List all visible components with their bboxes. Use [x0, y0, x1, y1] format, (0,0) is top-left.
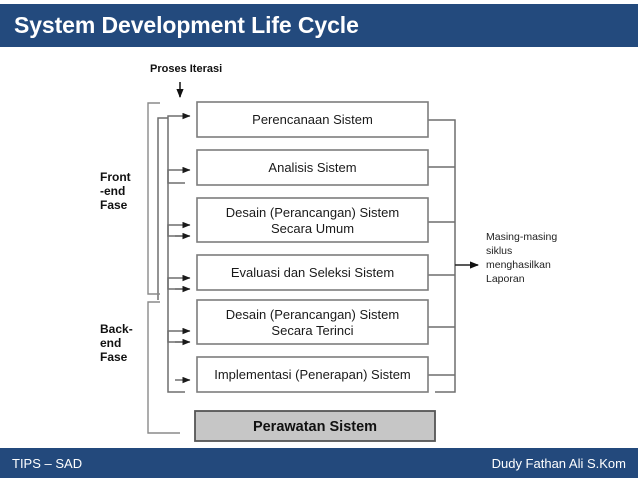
phase-back-line-2: end	[100, 336, 121, 350]
stage-box-evaluasi[interactable]: Evaluasi dan Seleksi Sistem	[196, 254, 429, 291]
sdlc-diagram: Proses Iterasi Masing-masing siklus meng…	[0, 50, 638, 448]
stage-label-perawatan: Perawatan Sistem	[253, 419, 377, 435]
top-label-proses-iterasi: Proses Iterasi	[150, 63, 222, 75]
footer-right-text: Dudy Fathan Ali S.Kom	[491, 455, 626, 471]
phase-front-line-1: Front	[100, 170, 131, 184]
feedback-trunk	[157, 117, 168, 300]
side-note-line-3: menghasilkan	[486, 259, 551, 271]
stage-label-desain-umum-1: Desain (Perancangan) Sistem	[226, 205, 399, 220]
stage-box-perawatan[interactable]: Perawatan Sistem	[194, 410, 436, 442]
side-note: Masing-masing siklus menghasilkan Lapora…	[486, 231, 557, 285]
side-note-line-1: Masing-masing	[486, 231, 557, 243]
phase-bracket-back	[147, 301, 180, 434]
stage-box-desain-rinci[interactable]: Desain (Perancangan) Sistem Secara Terin…	[196, 299, 429, 345]
side-note-line-4: Laporan	[486, 273, 525, 285]
stage-label-evaluasi: Evaluasi dan Seleksi Sistem	[231, 265, 394, 280]
feedback-loops	[167, 112, 191, 393]
phase-front-line-3: Fase	[100, 198, 128, 212]
stage-label-implementasi: Implementasi (Penerapan) Sistem	[214, 367, 411, 382]
stage-box-implementasi[interactable]: Implementasi (Penerapan) Sistem	[196, 356, 429, 393]
phase-bracket-front	[147, 102, 160, 295]
stage-label-analisis: Analisis Sistem	[268, 160, 356, 175]
footer-left-text: TIPS – SAD	[12, 455, 83, 471]
sdlc-diagram-svg: Proses Iterasi Masing-masing siklus meng…	[100, 63, 557, 442]
slide-title-bar: System Development Life Cycle	[0, 4, 638, 47]
phase-back-line-3: Fase	[100, 350, 128, 364]
stage-label-desain-umum-2: Secara Umum	[271, 221, 354, 236]
stage-label-desain-rinci-2: Secara Terinci	[271, 323, 353, 338]
right-collector-bracket	[428, 119, 479, 393]
stage-label-desain-rinci-1: Desain (Perancangan) Sistem	[226, 307, 399, 322]
side-note-line-2: siklus	[486, 245, 512, 257]
stage-label-perencanaan: Perencanaan Sistem	[252, 112, 373, 127]
phase-label-front-end: Front -end Fase	[100, 170, 131, 212]
stage-box-perencanaan[interactable]: Perencanaan Sistem	[196, 101, 429, 138]
stage-box-analisis[interactable]: Analisis Sistem	[196, 149, 429, 186]
phase-front-line-2: -end	[100, 184, 125, 198]
page-title: System Development Life Cycle	[14, 12, 359, 38]
phase-back-line-1: Back-	[100, 322, 133, 336]
slide-footer-bar: TIPS – SAD Dudy Fathan Ali S.Kom	[0, 448, 638, 478]
phase-label-back-end: Back- end Fase	[100, 322, 133, 364]
stage-box-desain-umum[interactable]: Desain (Perancangan) Sistem Secara Umum	[196, 197, 429, 243]
